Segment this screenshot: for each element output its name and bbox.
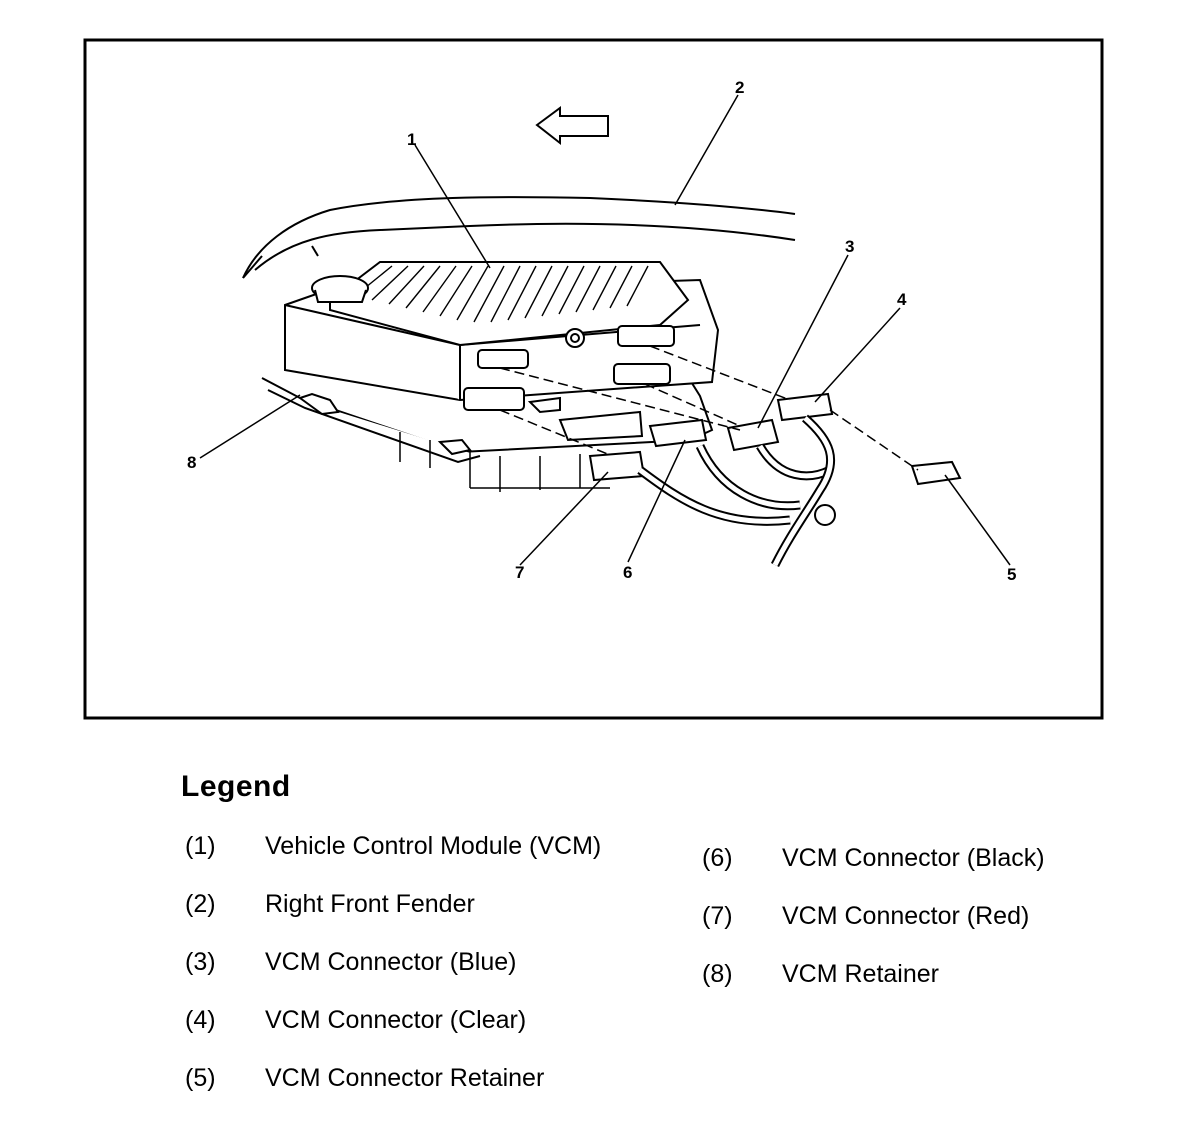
legend-number: (4) (185, 1006, 216, 1034)
legend-label: VCM Connector (Clear) (265, 1006, 527, 1034)
legend-number: (7) (702, 902, 733, 930)
callout-7: 7 (515, 563, 524, 582)
callout-3: 3 (845, 237, 854, 256)
vcm-diagram: 1 2 3 4 5 6 7 8 (83, 38, 1104, 720)
vcm-connector-red (588, 450, 646, 482)
diagram-frame (83, 38, 1104, 720)
vcm-connector-clear (776, 392, 834, 422)
legend-number: (1) (185, 832, 216, 860)
callout-2: 2 (735, 78, 744, 97)
alignment-lines (499, 345, 919, 471)
legend-label: Right Front Fender (265, 890, 475, 918)
legend-label: VCM Retainer (782, 960, 939, 988)
legend-label: Vehicle Control Module (VCM) (265, 832, 602, 860)
vcm-connector-retainer (910, 460, 962, 486)
legend-number: (8) (702, 960, 733, 988)
callout-1: 1 (407, 130, 416, 149)
legend-label: VCM Connector (Black) (782, 844, 1045, 872)
legend-number: (3) (185, 948, 216, 976)
vcm-connector-blue (726, 418, 780, 452)
vehicle-control-module (261, 261, 720, 492)
legend-label: VCM Connector Retainer (265, 1064, 545, 1092)
callout-8: 8 (187, 453, 196, 472)
leader-lines (199, 94, 1011, 566)
left-arrow-icon (535, 106, 609, 146)
vcm-connector-black (648, 418, 708, 448)
right-front-fender (242, 196, 796, 279)
legend-title: Legend (181, 770, 291, 803)
legend-label: VCM Connector (Red) (782, 902, 1030, 930)
connector-harness (588, 392, 962, 568)
callout-4: 4 (897, 290, 907, 309)
legend-label: VCM Connector (Blue) (265, 948, 517, 976)
legend-number: (2) (185, 890, 216, 918)
callout-5: 5 (1007, 565, 1016, 584)
callout-6: 6 (623, 563, 632, 582)
legend-number: (5) (185, 1064, 216, 1092)
legend-number: (6) (702, 844, 733, 872)
